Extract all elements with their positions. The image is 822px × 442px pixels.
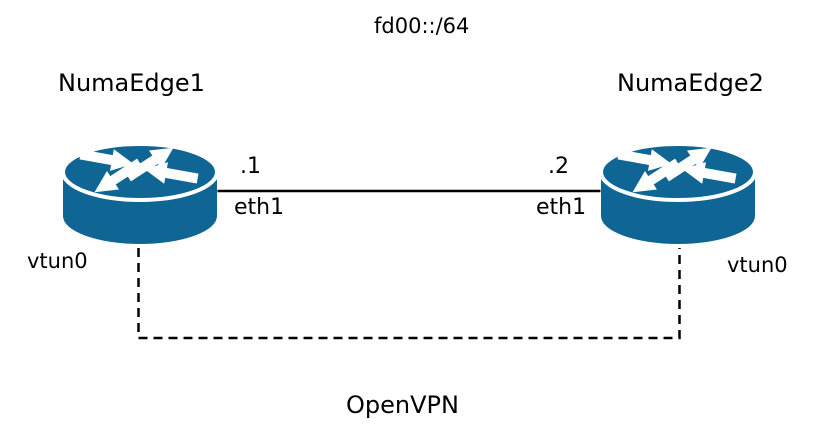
vpn-label: OpenVPN (346, 391, 459, 419)
router-icon-numaedge1 (62, 143, 218, 244)
router-body (601, 172, 755, 244)
arrow-out-bottom-left (94, 158, 143, 193)
arrow-out-top-right (125, 147, 174, 182)
tunnel-interface-label-right: vtun0 (727, 253, 788, 277)
vpn-tunnel-line (137, 248, 681, 340)
link-address-left: .1 (240, 154, 261, 179)
arrow-out-top-right (663, 147, 712, 182)
interface-label-left: eth1 (234, 195, 285, 220)
arrow-in-from-right (144, 162, 199, 184)
subnet-label: fd00::/64 (374, 14, 470, 38)
router-arrows (617, 147, 737, 193)
arrow-out-bottom-left (632, 158, 681, 193)
node-title-numaedge1: NumaEdge1 (58, 69, 205, 97)
router-arrows (79, 147, 199, 193)
arrow-in-from-right (682, 162, 737, 184)
link-address-right: .2 (548, 154, 569, 179)
tunnel-interface-label-left: vtun0 (27, 249, 88, 273)
arrow-in-from-left (617, 149, 672, 171)
interface-label-right: eth1 (536, 195, 587, 220)
arrow-in-from-left (79, 149, 134, 171)
router-icon-numaedge2 (600, 143, 756, 244)
router-body (63, 172, 217, 244)
node-title-numaedge2: NumaEdge2 (617, 69, 764, 97)
